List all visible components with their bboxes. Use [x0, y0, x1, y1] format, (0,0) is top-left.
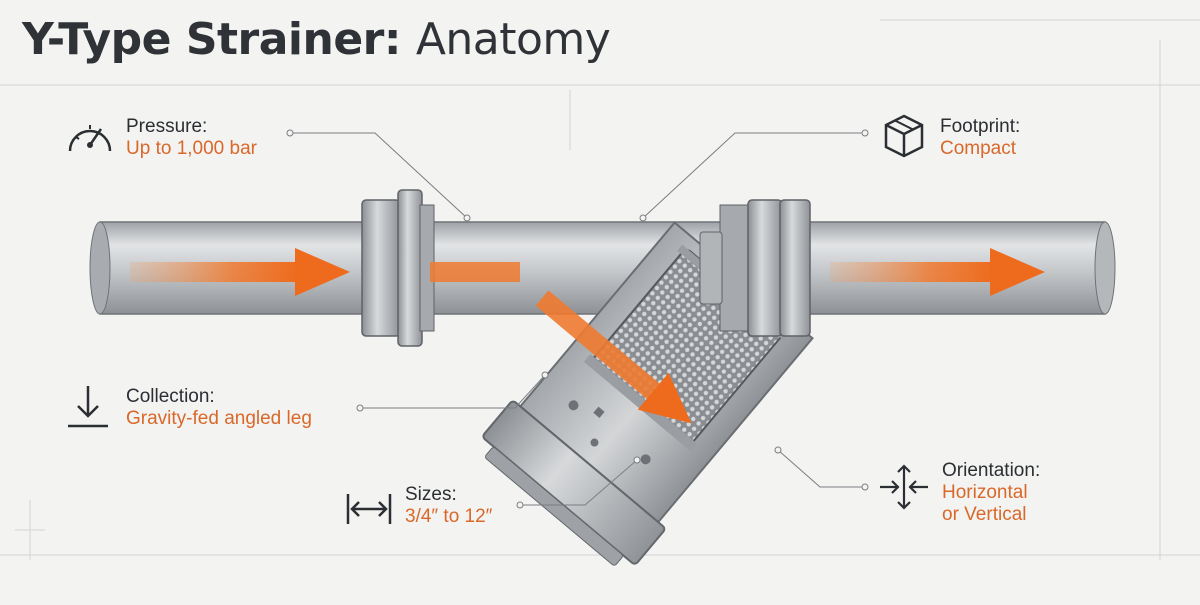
callout-orientation: Orientation: Horizontal or Vertical	[942, 460, 1040, 526]
gauge-icon	[64, 115, 116, 155]
footprint-label: Footprint:	[940, 116, 1021, 137]
footprint-value: Compact	[940, 138, 1017, 159]
callout-collection: Collection: Gravity-fed angled leg	[126, 386, 312, 430]
sizes-label: Sizes:	[405, 484, 457, 505]
title-light: Anatomy	[415, 14, 611, 65]
callout-pressure: Pressure: Up to 1,000 bar	[126, 116, 257, 160]
title-bold: Y-Type Strainer:	[22, 14, 401, 65]
page-title: Y-Type Strainer: Anatomy	[22, 12, 611, 68]
down-arrow-icon	[66, 382, 110, 432]
inlet-flange	[361, 189, 435, 347]
orientation-arrows-icon	[878, 462, 930, 512]
orientation-value-line2: or Vertical	[942, 504, 1027, 525]
pressure-value: Up to 1,000 bar	[126, 138, 257, 159]
callout-footprint: Footprint: Compact	[940, 116, 1020, 160]
collection-label: Collection:	[126, 386, 215, 407]
collection-value: Gravity-fed angled leg	[126, 408, 312, 429]
width-arrows-icon	[344, 490, 394, 528]
blueprint-guides	[0, 19, 1200, 560]
pressure-label: Pressure:	[126, 116, 208, 137]
box-icon	[880, 112, 928, 160]
flow-arrows	[130, 248, 1045, 424]
callout-sizes: Sizes: 3/4″ to 12″	[405, 484, 492, 528]
sizes-value: 3/4″ to 12″	[405, 506, 493, 527]
orientation-value-line1: Horizontal	[942, 482, 1028, 503]
outlet-flange	[699, 199, 811, 337]
orientation-label: Orientation:	[942, 460, 1041, 481]
leader-lines	[286, 129, 869, 509]
